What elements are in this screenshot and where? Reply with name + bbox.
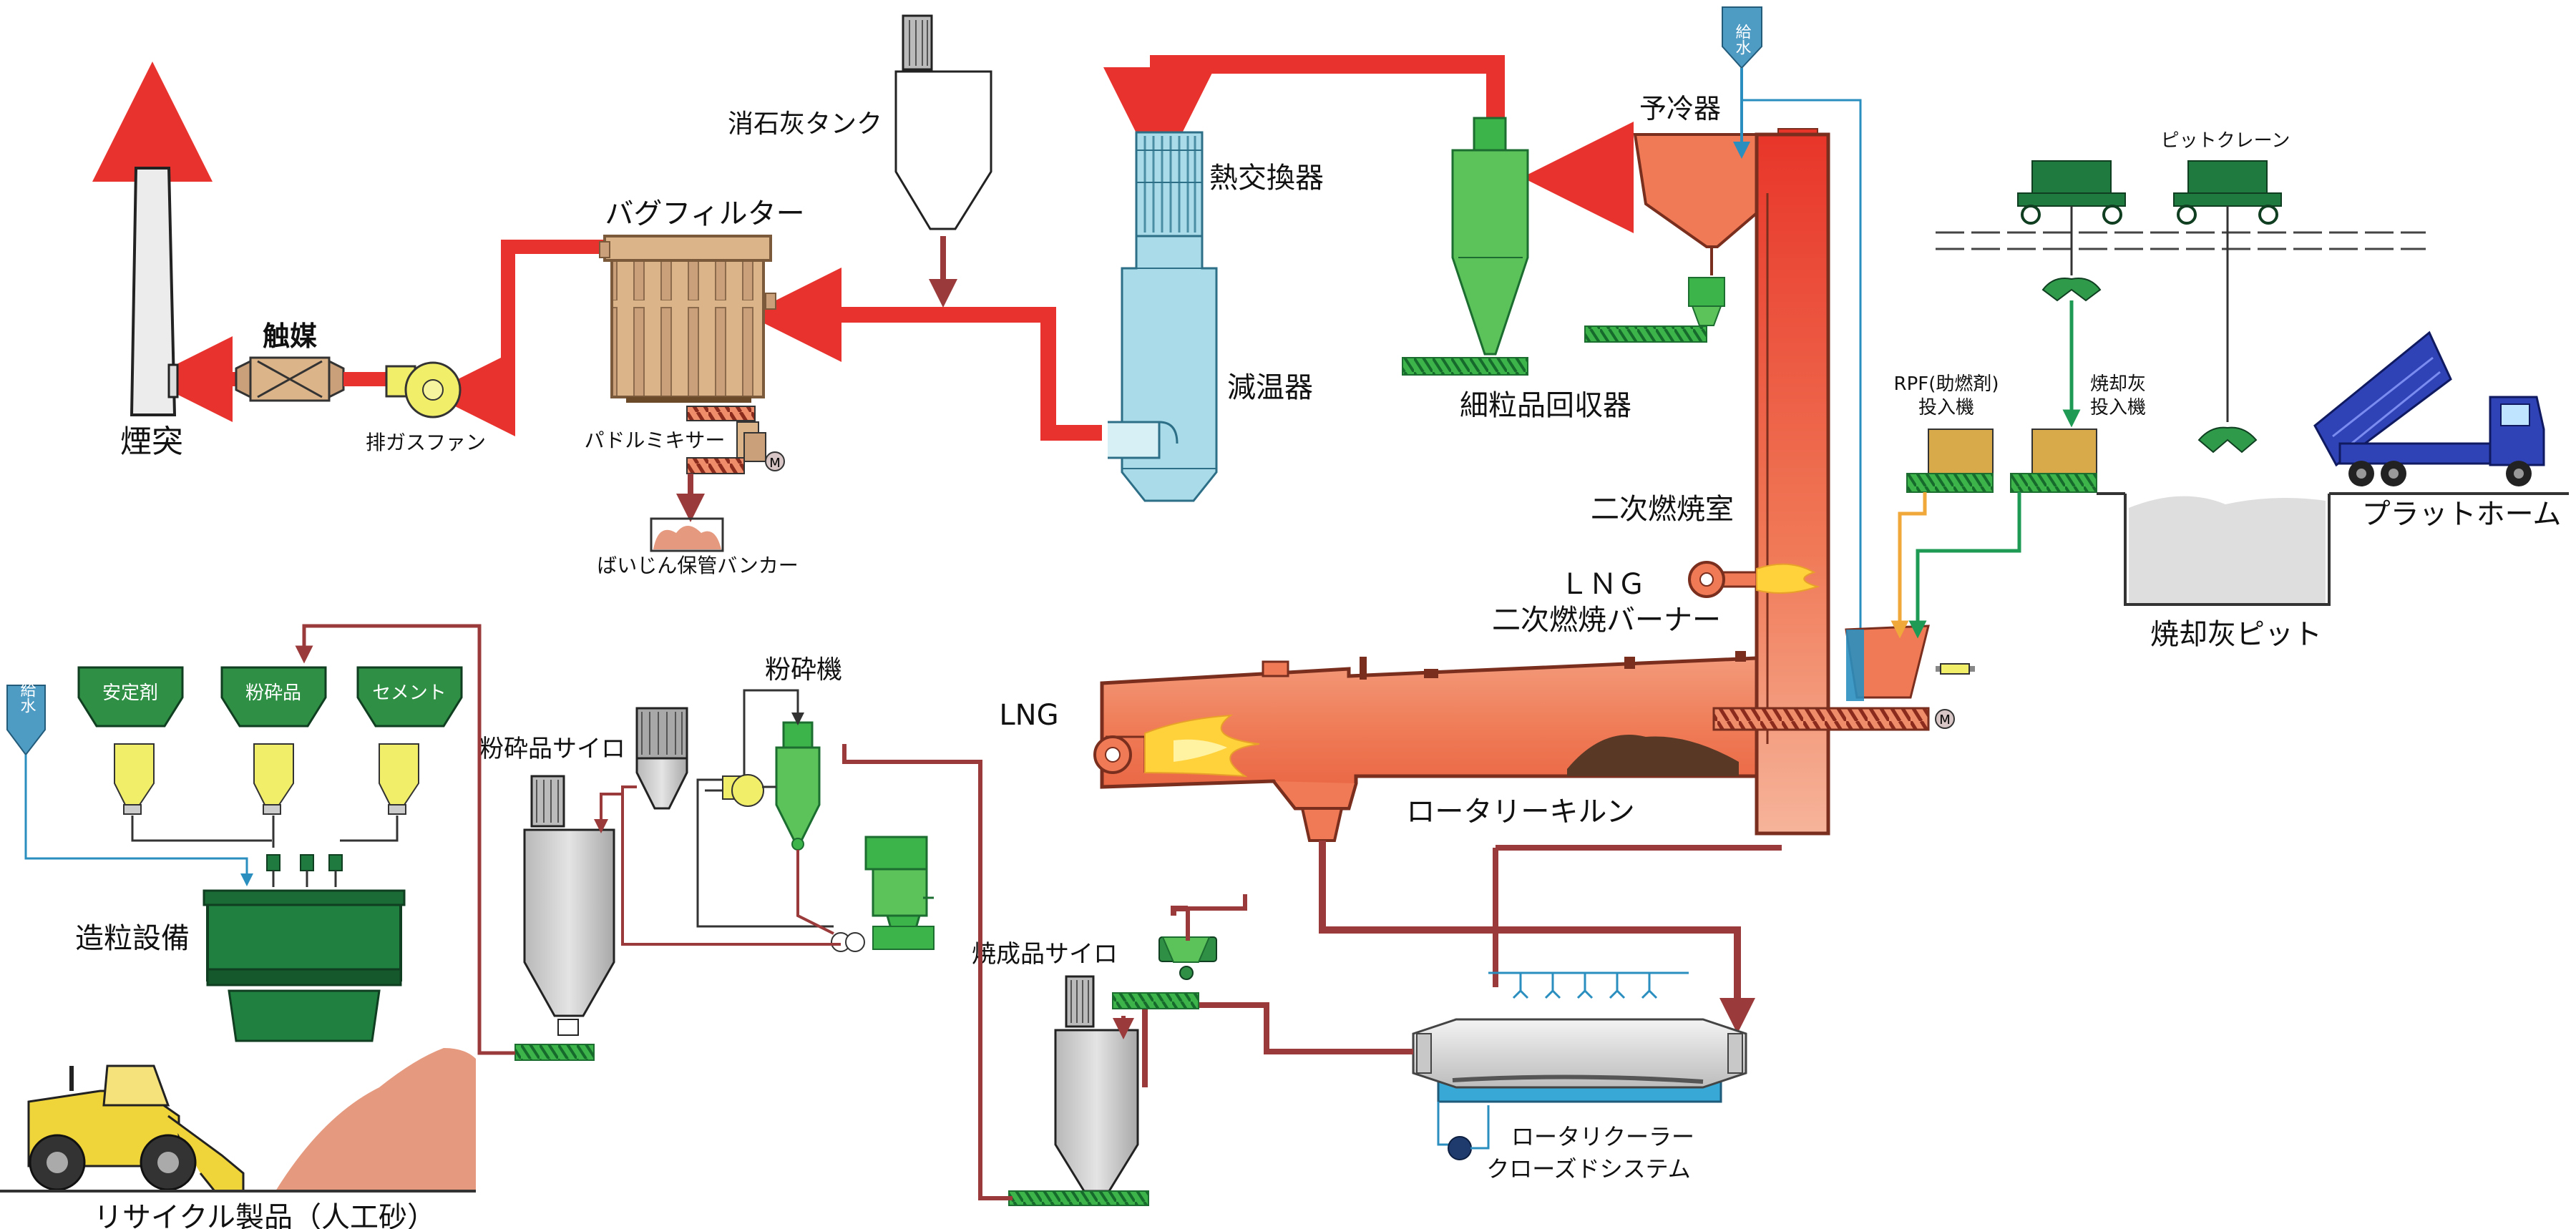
rotary-cooler: ロータリクーラー クローズドシステム	[1319, 841, 1782, 1183]
bin-cement-label: セメント	[372, 682, 446, 704]
feed-valves	[266, 854, 343, 887]
crushed-product-silo: 粉砕品サイロ	[479, 707, 688, 1061]
granulation-bins: 安定剤 粉砕品 セメント	[77, 666, 463, 887]
crusher-label: 粉砕機	[765, 655, 842, 685]
lime-tank: 消石灰タンク	[728, 14, 992, 230]
stack: 煙突	[120, 167, 183, 460]
gas-flow-kiln-to-heat-exchanger	[1103, 55, 1505, 179]
bin-crushed-label: 粉砕品	[245, 682, 301, 704]
water-supply-top: 給水	[1722, 6, 1862, 630]
ash-feeder-line1: 焼却灰	[2090, 373, 2146, 395]
bag-filter-label: バグフィルター	[605, 197, 804, 230]
bin-stabilizer: 安定剤	[77, 666, 184, 815]
granulation-equipment: 造粒設備	[75, 889, 406, 1042]
recycle-product-label: リサイクル製品（人工砂）	[94, 1201, 436, 1229]
rotary-cooler-line1: ロータリクーラー	[1511, 1123, 1694, 1150]
granulation-equipment-label: 造粒設備	[75, 922, 190, 955]
paddle-mixer-label: パドルミキサー	[585, 429, 726, 452]
lime-tank-label: 消石灰タンク	[728, 109, 882, 139]
pre-cooler-label: 予冷器	[1639, 93, 1721, 124]
fired-product-silo: 焼成品サイロ	[972, 894, 1413, 1206]
secondary-combustion-chamber: 二次燃焼室	[1591, 132, 1830, 836]
rotary-cooler-line2: クローズドシステム	[1486, 1155, 1690, 1183]
rpf-feeder: RPF(助燃剤) 投入機	[1890, 373, 1999, 639]
fired-product-silo-label: 焼成品サイロ	[972, 940, 1118, 969]
pre-cooler: 予冷器	[1584, 93, 1818, 343]
pit-crane: ピットクレーン	[1936, 130, 2426, 454]
heat-exchanger: 熱交換器	[1135, 131, 1324, 238]
rpf-feeder-line2: 投入機	[1918, 397, 1974, 418]
incineration-ash-pit: 焼却灰ピット プラットホーム	[2097, 492, 2569, 651]
water-supply-top-label: 給水	[1733, 24, 1752, 55]
kiln-feed-motor-icon: M	[1939, 713, 1951, 728]
heat-exchanger-label: 熱交換器	[1209, 162, 1324, 195]
bin-crushed: 粉砕品	[220, 666, 327, 815]
crusher-section: 粉砕機	[621, 655, 1013, 1200]
paddle-mixer-motor-icon: M	[769, 456, 781, 471]
stack-label: 煙突	[120, 423, 183, 460]
gas-flow-cooler-to-bagfilter	[747, 268, 1102, 441]
crane-trolley-right	[2173, 160, 2282, 454]
fine-particle-collector-label: 細粒品回収器	[1460, 389, 1631, 422]
secondary-lng-burner-line1: ＬＮＧ	[1560, 568, 1646, 601]
incineration-ash-feeder: 焼却灰 投入機	[1908, 373, 2146, 639]
bin-cement: セメント	[356, 666, 463, 815]
crushed-product-silo-label: 粉砕品サイロ	[479, 735, 625, 763]
rotary-kiln-label: ロータリーキルン	[1406, 795, 1634, 828]
dump-truck	[2313, 330, 2545, 486]
secondary-lng-burner: ＬＮＧ 二次燃焼バーナー	[1492, 561, 1820, 637]
recycled-sand-pile: リサイクル製品（人工砂）	[0, 1048, 476, 1229]
fly-ash-bunker-label: ばいじん保管バンカー	[597, 554, 798, 577]
water-supply-left-label: 給水	[18, 682, 36, 713]
secondary-combustion-chamber-label: 二次燃焼室	[1591, 493, 1734, 526]
gas-flow-bagfilter-to-fan	[429, 240, 612, 436]
rpf-feeder-line1: RPF(助燃剤)	[1894, 373, 1999, 395]
ash-feeder-line2: 投入機	[2090, 397, 2146, 418]
fly-ash-bunker: ばいじん保管バンカー	[597, 517, 799, 577]
kiln-feed-screw: M	[1712, 625, 1975, 731]
rotary-kiln: LNG ロータリーキルン	[999, 651, 1759, 842]
incineration-ash-pit-label: 焼却灰ピット	[2150, 618, 2322, 651]
crane-trolley-left	[2017, 160, 2126, 302]
material-flow-to-bins	[295, 624, 515, 1055]
exhaust-fan: 排ガスファン	[366, 361, 486, 454]
bag-filter: バグフィルター	[599, 197, 805, 403]
gas-flow-lines	[92, 55, 1634, 441]
fine-particle-collector: 細粒品回収器	[1402, 117, 1631, 422]
catalyst: 触媒	[235, 320, 345, 402]
pit-crane-label: ピットクレーン	[2161, 130, 2290, 152]
wheel-loader	[27, 1064, 245, 1193]
exhaust-fan-label: 排ガスファン	[366, 431, 486, 454]
cooler-sprays	[1512, 973, 1658, 999]
kiln-lng-label: LNG	[999, 699, 1058, 732]
catalyst-label: 触媒	[263, 320, 317, 352]
gas-cooler: 減温器	[1108, 235, 1313, 502]
gas-cooler-label: 減温器	[1227, 371, 1313, 404]
bin-stabilizer-label: 安定剤	[102, 682, 158, 704]
paddle-mixer: M パドルミキサー	[585, 406, 785, 522]
water-supply-left: 給水	[6, 682, 253, 886]
platform-label: プラットホーム	[2362, 498, 2562, 531]
secondary-lng-burner-line2: 二次燃焼バーナー	[1492, 604, 1721, 637]
